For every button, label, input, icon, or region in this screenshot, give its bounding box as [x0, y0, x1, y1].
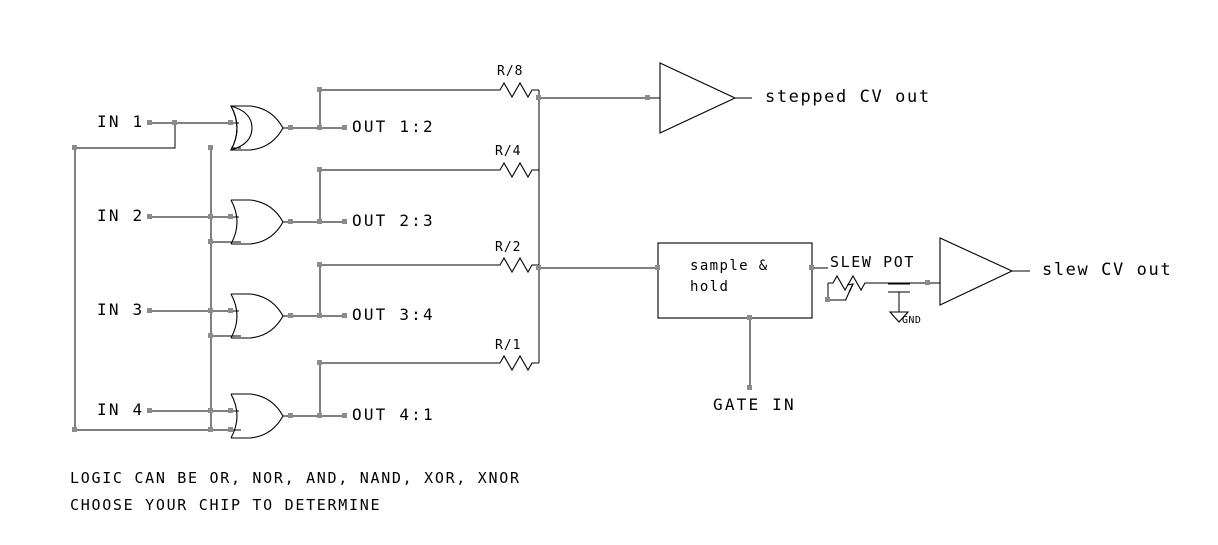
resistor-r1	[495, 354, 539, 372]
or-gate-1	[229, 105, 320, 151]
sample-hold-block	[657, 242, 828, 388]
resistor-label-r1: R/1	[495, 338, 522, 353]
or-gate-2	[230, 199, 320, 245]
opamp-slew	[939, 237, 1030, 306]
note-line-2: CHOOSE YOUR CHIP TO DETERMINE	[70, 496, 382, 514]
output-label-1-2: OUT 1:2	[352, 117, 435, 136]
ground-label: GND	[902, 315, 922, 326]
output-tap-wires	[319, 89, 495, 417]
slew-potentiometer	[827, 274, 888, 301]
summing-bus	[538, 90, 660, 363]
resistor-r4	[495, 161, 539, 179]
input-label-in-2: IN 2	[97, 206, 145, 225]
output-label-2-3: OUT 2:3	[352, 211, 435, 230]
output-label-4-1: OUT 4:1	[352, 405, 435, 424]
resistor-label-r8: R/8	[497, 64, 524, 79]
slew-pot-label: SLEW POT	[830, 253, 916, 271]
opamp-stepped	[659, 62, 752, 134]
stepped-cv-out-label: stepped CV out	[765, 87, 931, 107]
or-gate-4	[230, 393, 320, 439]
capacitor-gnd	[888, 282, 940, 323]
slew-cv-out-label: slew CV out	[1042, 260, 1173, 280]
junction-dots	[72, 87, 930, 432]
resistor-label-r2: R/2	[495, 240, 522, 255]
input-label-in-1: IN 1	[97, 112, 145, 131]
input-label-in-4: IN 4	[97, 400, 145, 419]
or-gate-3	[230, 293, 320, 339]
gate-in-label: GATE IN	[713, 395, 796, 414]
resistor-label-r4: R/4	[495, 144, 522, 159]
input-label-in-3: IN 3	[97, 300, 145, 319]
note-line-1: LOGIC CAN BE OR, NOR, AND, NAND, XOR, XN…	[70, 469, 521, 487]
crossfeed-wires	[210, 148, 231, 431]
sample-hold-line-2: hold	[690, 279, 730, 295]
input-rail-wires	[74, 122, 231, 431]
resistor-r8	[495, 81, 539, 99]
resistor-r2	[495, 256, 539, 274]
sample-hold-line-1: sample &	[690, 258, 769, 274]
output-label-3-4: OUT 3:4	[352, 305, 435, 324]
